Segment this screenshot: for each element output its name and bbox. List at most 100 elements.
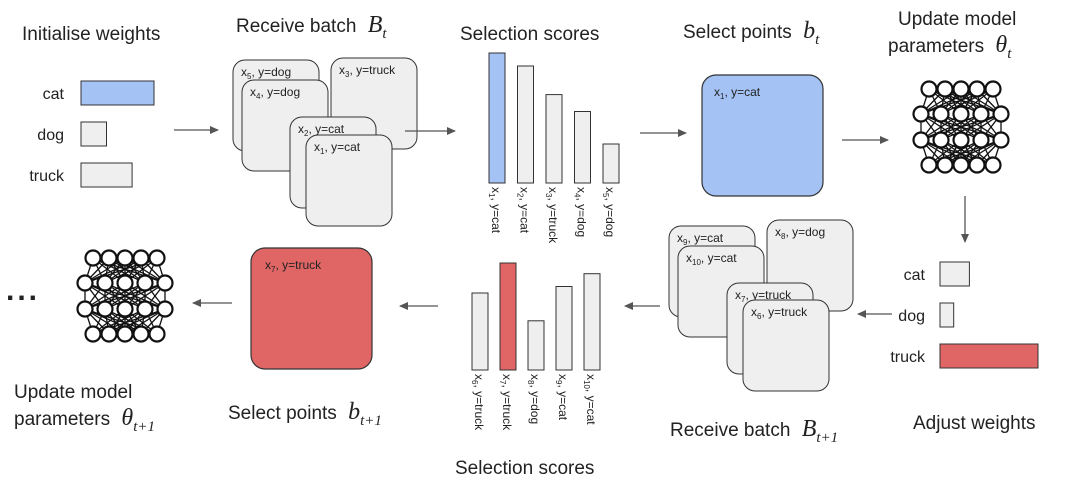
batch-card-label: x9, y=cat	[677, 231, 724, 247]
update-model-title-line2: parameters θt	[888, 32, 1012, 62]
network-node	[84, 325, 102, 343]
score-label: x10, y=cat	[582, 374, 598, 425]
ellipsis-text: ...	[6, 274, 40, 307]
score-label: x6, y=truck	[470, 374, 486, 431]
batch-card: x1, y=cat	[305, 134, 393, 227]
score-bar	[527, 320, 545, 371]
score-bar	[583, 273, 601, 371]
score-label: x3, y=truck	[544, 187, 560, 244]
network-node	[132, 249, 150, 267]
network-node	[912, 105, 930, 123]
network-node	[936, 80, 954, 98]
network-node	[920, 80, 938, 98]
batch-card-label: x6, y=truck	[751, 305, 808, 321]
selected-point-label-bottom: x7, y=truck	[265, 258, 322, 274]
network-node	[968, 156, 986, 174]
network-node	[156, 300, 174, 318]
network-edges	[84, 257, 166, 335]
score-label: x1, y=cat	[487, 187, 503, 234]
network-node	[920, 156, 938, 174]
selection-scores-title-top: Selection scores	[460, 24, 599, 45]
network-node	[116, 300, 134, 318]
network-node	[992, 131, 1010, 149]
network-node	[936, 156, 954, 174]
score-bar	[499, 262, 517, 371]
network-node	[96, 274, 114, 292]
score-bar	[517, 65, 534, 184]
score-bar	[555, 286, 573, 371]
score-label: x9, y=cat	[554, 374, 570, 421]
weight-label-truck: truck	[890, 349, 926, 366]
score-label: x5, y=dog	[601, 187, 617, 237]
select-points-title-bottom: Select points bt+1	[228, 399, 382, 429]
batch-card-label: x7, y=truck	[735, 288, 792, 304]
batch-card-label: x2, y=cat	[298, 122, 345, 138]
network-node	[972, 105, 990, 123]
score-label: x7, y=truck	[498, 374, 514, 431]
network-node	[132, 325, 150, 343]
batch-card-label: x5, y=dog	[241, 65, 291, 81]
network-node	[984, 156, 1002, 174]
batch-card-label: x10, y=cat	[686, 251, 737, 267]
selected-point-card-bottom: x7, y=truck	[250, 247, 373, 370]
network-node	[116, 249, 134, 267]
score-bar	[471, 292, 489, 371]
network-node	[76, 300, 94, 318]
score-label: x8, y=dog	[526, 374, 542, 424]
weight-bar-dog	[80, 121, 107, 147]
network-node	[116, 325, 134, 343]
batch-card-label: x3, y=truck	[339, 63, 396, 79]
score-label: x4, y=dog	[573, 187, 589, 237]
network-node	[116, 274, 134, 292]
selection-scores-title-bottom: Selection scores	[455, 458, 594, 479]
network-node	[136, 300, 154, 318]
update-model-title-bottom-line2: parameters θt+1	[14, 405, 155, 435]
network-node	[100, 325, 118, 343]
weight-label-cat: cat	[904, 267, 926, 284]
score-bar	[545, 94, 563, 184]
network-node	[136, 274, 154, 292]
batch-card-label: x4, y=dog	[250, 85, 300, 101]
weight-bar-truck	[80, 162, 133, 188]
score-bar	[602, 143, 620, 184]
weight-bar-truck	[939, 343, 1039, 369]
weight-bar-cat	[939, 261, 970, 287]
network-node	[968, 80, 986, 98]
network-node	[952, 80, 970, 98]
selection-scores-chart-bottom: x6, y=truck x7, y=truck x8, y=dog x9, y=cat…	[470, 262, 601, 431]
score-label: x2, y=cat	[516, 187, 532, 234]
initial-weights-chart: cat dog truck	[29, 80, 155, 188]
score-bar	[574, 111, 591, 184]
batch-cards-top: x5, y=dog x3, y=truck x4, y=dog x2, y=catx1…	[232, 57, 418, 227]
weight-label-dog: dog	[37, 127, 64, 144]
weight-bar-cat	[80, 80, 155, 106]
selected-point-label-top: x1, y=cat	[714, 85, 761, 101]
flow-arrows	[174, 126, 969, 318]
update-model-title-line1: Update model	[898, 9, 1016, 30]
network-node	[972, 131, 990, 149]
initialise-weights-title: Initialise weights	[22, 24, 160, 45]
weight-label-cat: cat	[43, 86, 65, 103]
select-points-title: Select points bt	[683, 18, 820, 48]
neural-network-icon-bottom	[76, 249, 174, 343]
network-node	[148, 325, 166, 343]
network-edges	[920, 88, 1002, 166]
network-node	[148, 249, 166, 267]
selected-point-card-top: x1, y=cat	[701, 74, 824, 197]
network-node	[984, 80, 1002, 98]
network-node	[76, 274, 94, 292]
network-node	[992, 105, 1010, 123]
weight-label-truck: truck	[29, 168, 65, 185]
network-node	[952, 131, 970, 149]
network-node	[912, 131, 930, 149]
network-node	[952, 156, 970, 174]
selection-scores-chart-top: x1, y=cat x2, y=cat x3, y=truck x4, y=dog x5…	[487, 52, 620, 244]
network-node	[952, 105, 970, 123]
adjust-weights-title: Adjust weights	[913, 413, 1036, 434]
receive-batch-title: Receive batch Bt	[236, 12, 387, 42]
weight-bar-dog	[939, 302, 955, 328]
batch-card: x6, y=truck	[742, 299, 830, 392]
